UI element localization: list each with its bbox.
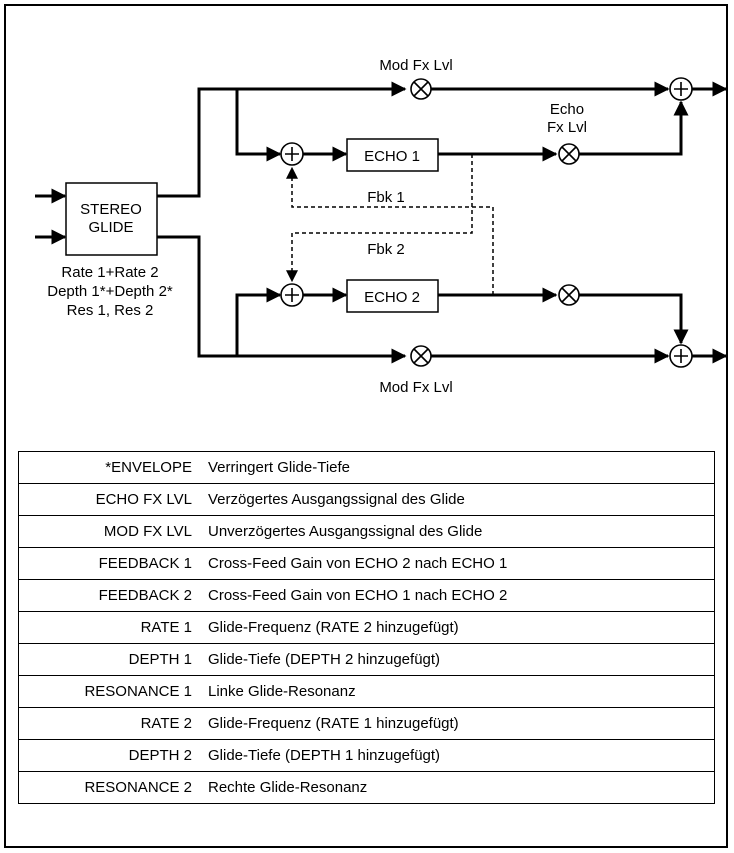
parameter-name: ECHO FX LVL — [18, 483, 204, 516]
parameter-description: Cross-Feed Gain von ECHO 2 nach ECHO 1 — [204, 547, 715, 580]
stereo-glide-label-line2: GLIDE — [88, 219, 133, 236]
table-row: RESONANCE 2 Rechte Glide-Resonanz — [19, 772, 715, 804]
echo2-block — [346, 279, 439, 313]
parameter-name: MOD FX LVL — [18, 515, 204, 548]
fbk1-dashed-line — [286, 166, 494, 295]
parameter-description: Glide-Frequenz (RATE 2 hinzugefügt) — [204, 611, 715, 644]
echo-fx-label-line2: Fx Lvl — [547, 119, 587, 136]
parameter-description: Rechte Glide-Resonanz — [208, 779, 368, 796]
parameter-description: Unverzögertes Ausgangssignal des Glide — [204, 515, 715, 548]
echo2-label: ECHO 2 — [364, 289, 420, 306]
echo1-label: ECHO 1 — [364, 148, 420, 165]
stereo-glide-label-line1: STEREO — [80, 201, 142, 218]
figure-frame — [4, 4, 728, 848]
parameter-name: FEEDBACK 1 — [18, 547, 204, 580]
glide-out-lower — [157, 235, 407, 364]
parameter-name: RESONANCE 2 — [84, 779, 192, 796]
fbk1-label: Fbk 1 — [367, 189, 405, 206]
glide-params-line1: Rate 1+Rate 2 — [61, 264, 158, 281]
parameter-description: Glide-Tiefe (DEPTH 2 hinzugefügt) — [204, 643, 715, 676]
parameter-description: Cross-Feed Gain von ECHO 1 nach ECHO 2 — [204, 579, 715, 612]
glide-out-upper — [157, 81, 407, 198]
signal-flow-diagram: STEREO GLIDE Rate 1+Rate 2 Depth 1*+Dept… — [35, 57, 728, 396]
fbk2-label: Fbk 2 — [367, 241, 405, 258]
parameter-name: FEEDBACK 2 — [18, 579, 204, 612]
mod-fx-bottom-label: Mod Fx Lvl — [379, 379, 452, 396]
parameter-name: RESONANCE 1 — [18, 675, 204, 708]
parameter-name: DEPTH 2 — [18, 739, 204, 772]
parameter-name: RATE 2 — [18, 707, 204, 740]
parameter-name: *ENVELOPE — [18, 451, 204, 484]
parameter-description: Verringert Glide-Tiefe — [204, 451, 715, 484]
branch-to-echo1-summer — [235, 89, 282, 162]
echo-fx-label-line1: Echo — [550, 101, 584, 118]
parameter-description: Glide-Tiefe (DEPTH 1 hinzugefügt) — [204, 739, 715, 772]
parameter-name: RATE 1 — [18, 611, 204, 644]
fbk2-dashed-line — [286, 154, 473, 283]
parameter-name: DEPTH 1 — [18, 643, 204, 676]
parameter-description: Linke Glide-Resonanz — [204, 675, 715, 708]
branch-to-echo2-summer — [235, 287, 282, 356]
parameter-description: Glide-Frequenz (RATE 1 hinzugefügt) — [204, 707, 715, 740]
glide-params-line3: Res 1, Res 2 — [67, 302, 154, 319]
parameter-description: Verzögertes Ausgangssignal des Glide — [204, 483, 715, 516]
stereo-glide-block — [65, 182, 158, 256]
echo1-block — [346, 138, 439, 172]
glide-params-line2: Depth 1*+Depth 2* — [47, 283, 173, 300]
mod-fx-top-label: Mod Fx Lvl — [379, 57, 452, 74]
